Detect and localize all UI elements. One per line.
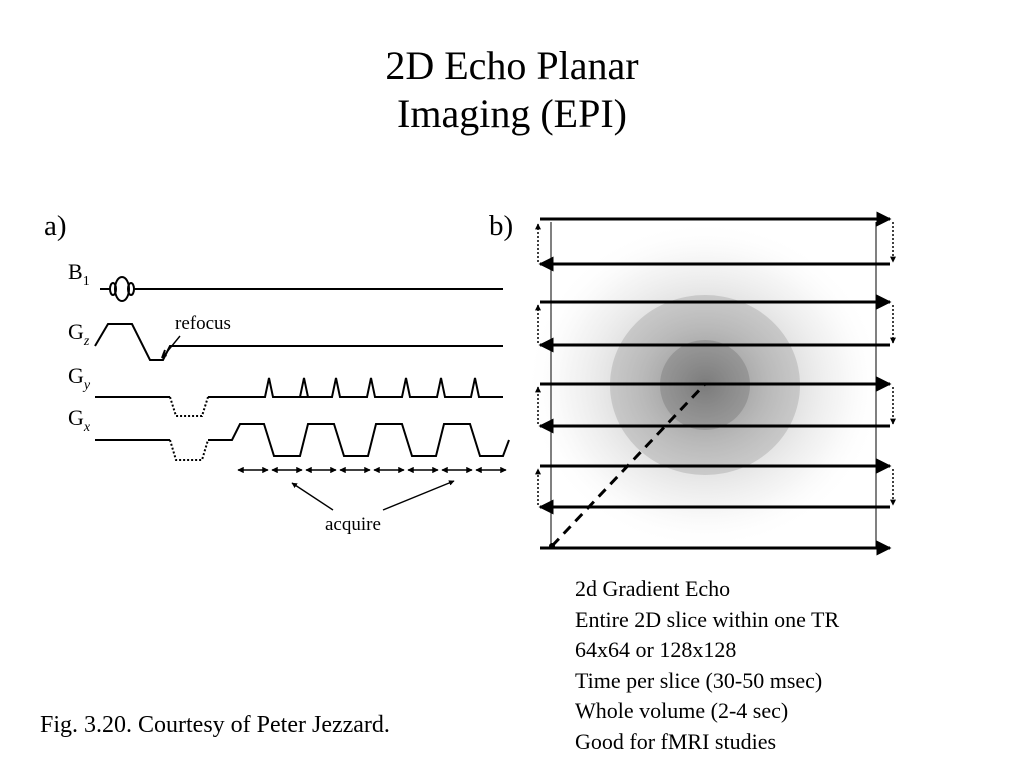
title-line-1: 2D Echo Planar — [385, 43, 639, 88]
k-space-trajectory — [525, 211, 896, 556]
panel-b-label: b) — [489, 210, 514, 242]
figure-caption: Fig. 3.20. Courtesy of Peter Jezzard. — [40, 712, 390, 738]
phase-encode-blips — [535, 222, 896, 506]
acquire-arrow-right — [382, 480, 455, 511]
note-item: Entire 2D slice within one TR — [575, 606, 840, 632]
refocus-label: refocus — [175, 313, 231, 334]
gz-label: Gz — [68, 319, 90, 349]
gx-waveform — [95, 423, 510, 461]
note-item: 64x64 or 128x128 — [575, 637, 737, 662]
acquire-arrow-left — [291, 482, 334, 511]
acquire-label: acquire — [325, 514, 381, 535]
b1-label: B1 — [68, 259, 90, 289]
gy-waveform — [95, 377, 503, 417]
initial-trajectory-dashed — [550, 382, 707, 548]
title-line-2: Imaging (EPI) — [397, 91, 627, 136]
note-item: Good for fMRI studies — [575, 728, 777, 754]
b1-rf-pulse — [100, 276, 503, 302]
note-item: Time per slice (30-50 msec) — [575, 667, 823, 693]
readout-lines — [538, 211, 892, 556]
gx-label: Gx — [68, 405, 91, 435]
note-item: Whole volume (2-4 sec) — [575, 698, 789, 723]
pulse-sequence-diagram: B1 Gz Gy Gx refocus — [68, 259, 510, 535]
note-item: 2d Gradient Echo — [575, 576, 731, 601]
epi-notes: 2d Gradient Echo Entire 2D slice within … — [575, 574, 839, 757]
gz-waveform — [94, 323, 503, 361]
refocus-arrow — [161, 335, 181, 359]
panel-a-label: a) — [44, 210, 67, 242]
slide-title: 2D Echo Planar Imaging (EPI) — [0, 42, 1024, 138]
gy-label: Gy — [68, 363, 91, 393]
